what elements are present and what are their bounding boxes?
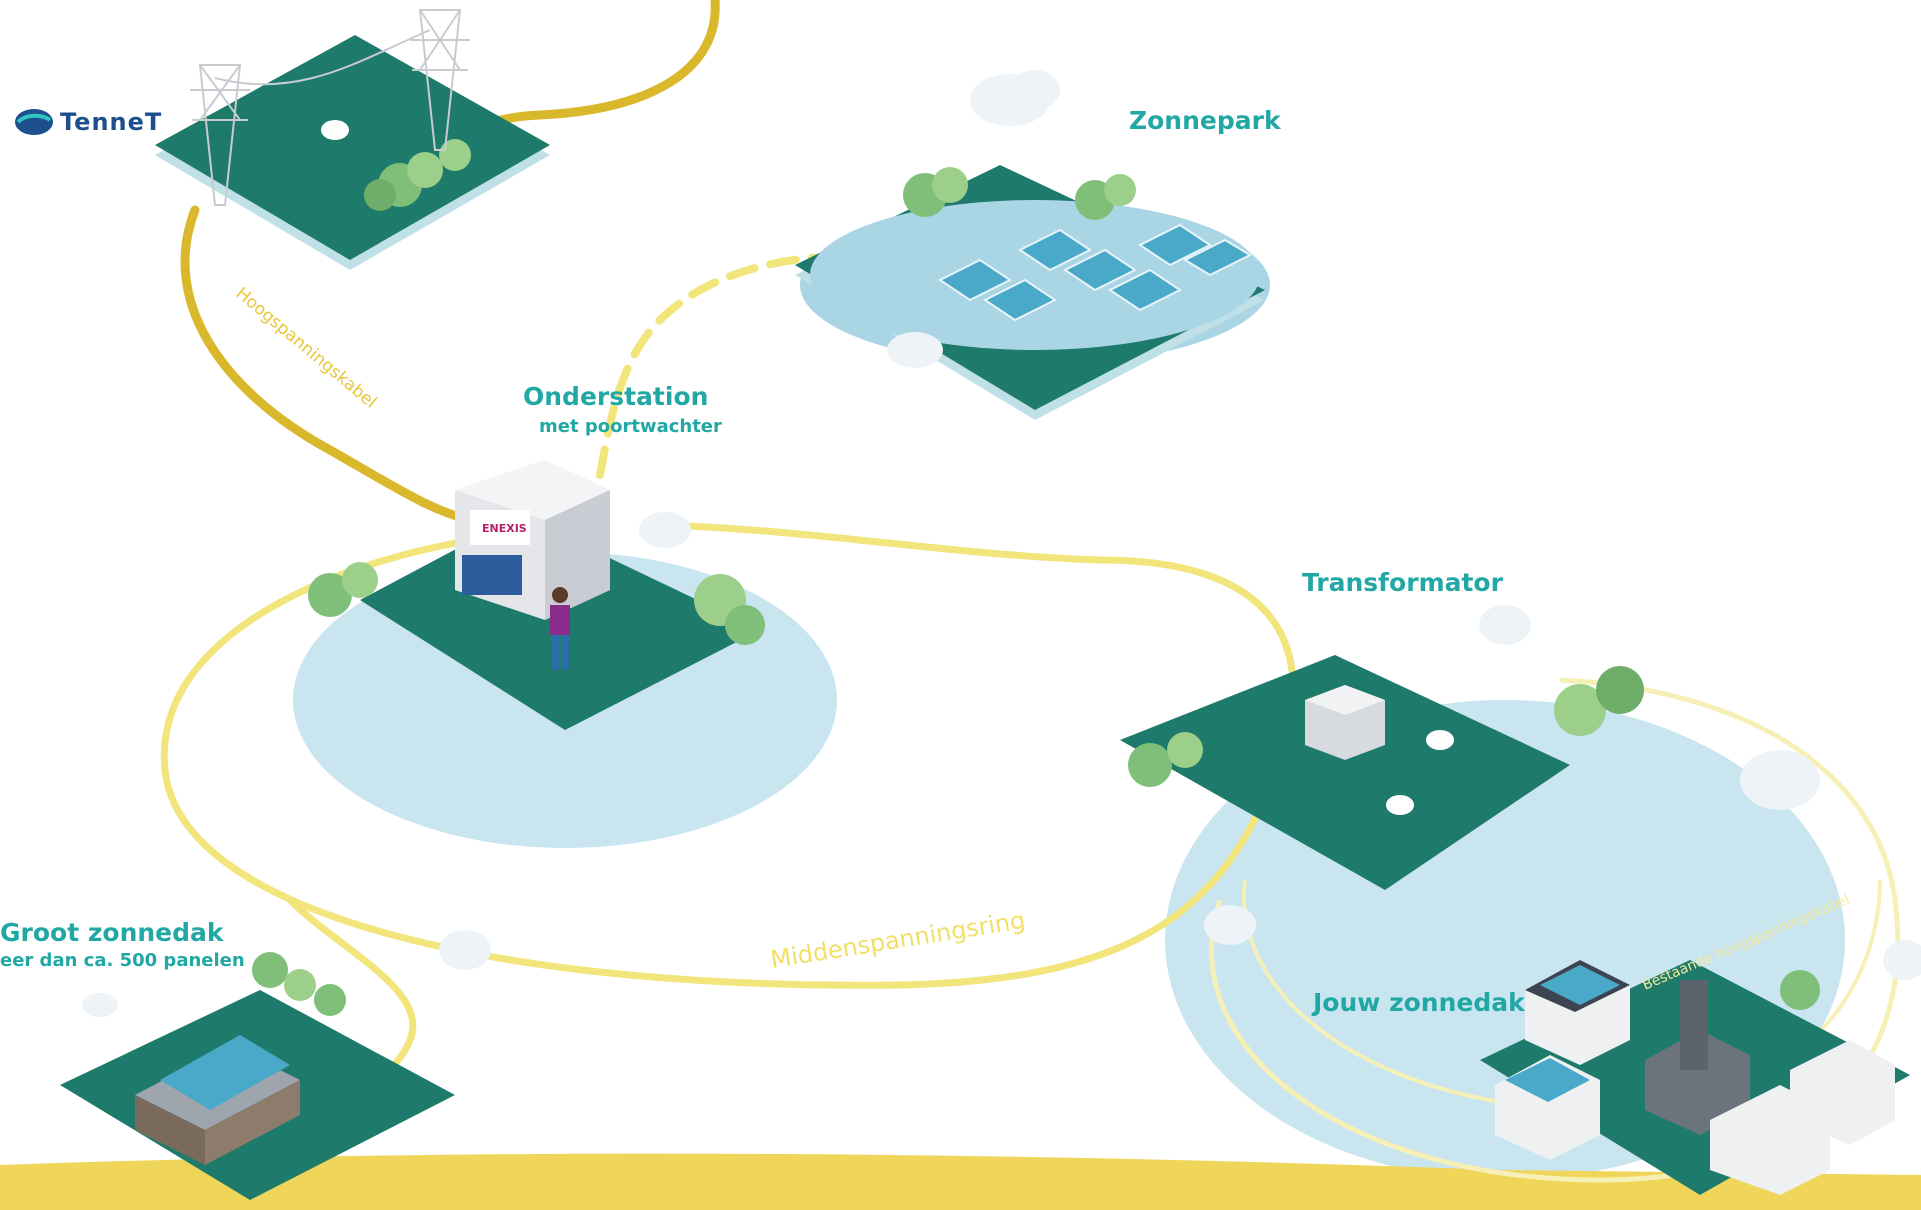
houses-icon <box>1495 960 1895 1195</box>
onderstation-label: Onderstation <box>523 382 709 411</box>
tennet-logo-text: TenneT <box>60 108 163 136</box>
substation-building <box>455 460 610 620</box>
transformator-label: Transformator <box>1302 568 1503 597</box>
power-pylon-icon <box>190 9 470 206</box>
solar-panel-array-icon <box>938 223 1253 322</box>
groot-zonnedak-sublabel: eer dan ca. 500 panelen <box>0 950 245 971</box>
cloud-icon <box>82 70 1921 1017</box>
farm-building-icon <box>135 1035 300 1165</box>
ground-band <box>0 1153 1921 1210</box>
onderstation-sublabel: met poortwachter <box>539 416 722 437</box>
zonnepark-label: Zonnepark <box>1129 106 1281 135</box>
enexis-logo-text: ENEXIS <box>482 522 527 535</box>
hoogspanningskabel-cable <box>180 0 720 525</box>
tennet-logo: TenneT <box>14 108 162 136</box>
person-icon <box>550 587 570 670</box>
middenspanningsring-cable <box>160 521 1297 989</box>
transformator-platform <box>1120 655 1644 890</box>
groot-zonnedak-label: Groot zonnedak <box>0 918 224 947</box>
tennet-logo-icon <box>15 109 53 135</box>
transformer-box-icon <box>1305 685 1385 760</box>
middenspanningsring-label: Middenspanningsring <box>769 906 1028 974</box>
tennet-platform <box>155 35 550 270</box>
jouw-zonnedak-label: Jouw zonnedak <box>1313 988 1525 1017</box>
